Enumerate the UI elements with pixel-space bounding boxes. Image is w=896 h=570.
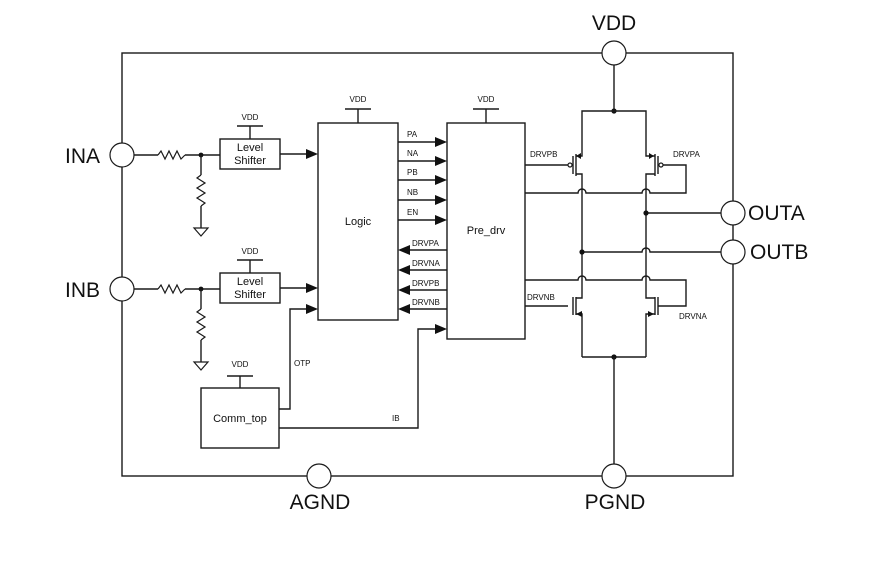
svg-text:OTP: OTP xyxy=(294,359,310,368)
signal-pa: PA xyxy=(398,130,447,147)
outa-pin: OUTA xyxy=(720,200,805,226)
ground-symbol-a xyxy=(192,227,210,237)
pmos-top-right: DRVPA xyxy=(645,150,700,194)
comm-top-vdd-label: VDD xyxy=(232,360,249,369)
level-shifter-b-line2: Shifter xyxy=(234,289,266,301)
pre-drv-block: Pre_drv VDD xyxy=(446,95,526,340)
signal-drvnb: DRVNB xyxy=(398,298,447,314)
pre-drv-box xyxy=(446,122,526,340)
resistor-series-b xyxy=(157,283,186,295)
vdd-pin-label: VDD xyxy=(592,12,636,35)
signal-nb: NB xyxy=(398,188,447,205)
outb-pin-label: OUTB xyxy=(750,241,808,264)
ina-pin-label: INA xyxy=(65,145,100,168)
pre-drv-vdd-label: VDD xyxy=(478,95,495,104)
outa-pin-circle xyxy=(720,200,746,226)
agnd-pin: AGND xyxy=(290,463,351,514)
signal-drvpb: DRVPB xyxy=(398,279,447,295)
inb-pin-circle xyxy=(109,276,135,302)
outb-pin: OUTB xyxy=(720,239,808,265)
svg-text:DRVNB: DRVNB xyxy=(412,298,440,307)
outb-pin-circle xyxy=(720,239,746,265)
ina-input-network: INA Level Shifter VDD xyxy=(65,113,318,237)
nmos-bottom-right: DRVNA xyxy=(645,279,708,357)
return-signals: DRVPA DRVNA DRVPB DRVNB xyxy=(398,239,447,314)
inb-pin-label: INB xyxy=(65,279,100,302)
resistor-pulldown-a xyxy=(195,174,207,207)
level-shifter-a-line2: Shifter xyxy=(234,155,266,167)
svg-text:DRVPB: DRVPB xyxy=(412,279,439,288)
nmos-bottom-left xyxy=(572,280,583,357)
logic-label: Logic xyxy=(345,216,372,228)
level-shifter-b-line1: Level xyxy=(237,276,263,288)
logic-block: Logic VDD xyxy=(317,95,399,321)
inb-input-network: INB Level Shifter VDD xyxy=(65,247,318,371)
signal-na: NA xyxy=(398,149,447,166)
svg-text:NA: NA xyxy=(407,149,419,158)
vdd-pin-circle xyxy=(601,40,627,66)
pgnd-pin: PGND xyxy=(585,463,646,514)
gate-label-drvpa: DRVPA xyxy=(673,150,700,159)
outa-pin-label: OUTA xyxy=(748,202,805,225)
svg-text:PB: PB xyxy=(407,168,418,177)
logic-box xyxy=(317,122,399,321)
signal-drvpa: DRVPA xyxy=(398,239,447,255)
otp-signal: OTP xyxy=(279,304,318,410)
gate-label-drvna: DRVNA xyxy=(679,312,708,321)
signal-pb: PB xyxy=(398,168,447,185)
agnd-pin-label: AGND xyxy=(290,491,351,514)
level-shifter-b-vdd-label: VDD xyxy=(242,247,259,256)
gate-label-drvpb: DRVPB xyxy=(530,150,557,159)
forward-signals: PA NA PB NB EN xyxy=(398,130,447,225)
signal-en: EN xyxy=(398,208,447,225)
logic-vdd-label: VDD xyxy=(350,95,367,104)
resistor-pulldown-b xyxy=(195,308,207,341)
level-shifter-a-line1: Level xyxy=(237,142,263,154)
svg-text:NB: NB xyxy=(407,188,418,197)
level-shifter-a-vdd-label: VDD xyxy=(242,113,259,122)
gate-label-drvnb: DRVNB xyxy=(527,293,555,302)
vdd-pin: VDD xyxy=(592,12,636,114)
pgnd-pin-label: PGND xyxy=(585,491,646,514)
comm-top-box xyxy=(200,387,280,449)
pre-drv-label: Pre_drv xyxy=(467,225,506,237)
agnd-pin-circle xyxy=(306,463,332,489)
ina-pin-circle xyxy=(109,142,135,168)
svg-text:IB: IB xyxy=(392,414,400,423)
comm-top-block: Comm_top VDD xyxy=(200,360,280,449)
signal-drvna: DRVNA xyxy=(398,259,447,275)
h-bridge: DRVPB DRVNB DRVPA xyxy=(525,110,721,465)
svg-text:DRVNA: DRVNA xyxy=(412,259,441,268)
ib-signal: IB xyxy=(279,324,447,429)
ground-symbol-b xyxy=(192,361,210,371)
svg-text:EN: EN xyxy=(407,208,418,217)
pmos-top-left xyxy=(567,152,583,192)
pgnd-pin-circle xyxy=(601,463,627,489)
resistor-series-a xyxy=(157,149,186,161)
svg-text:PA: PA xyxy=(407,130,418,139)
svg-text:DRVPA: DRVPA xyxy=(412,239,439,248)
comm-top-label: Comm_top xyxy=(213,413,267,425)
